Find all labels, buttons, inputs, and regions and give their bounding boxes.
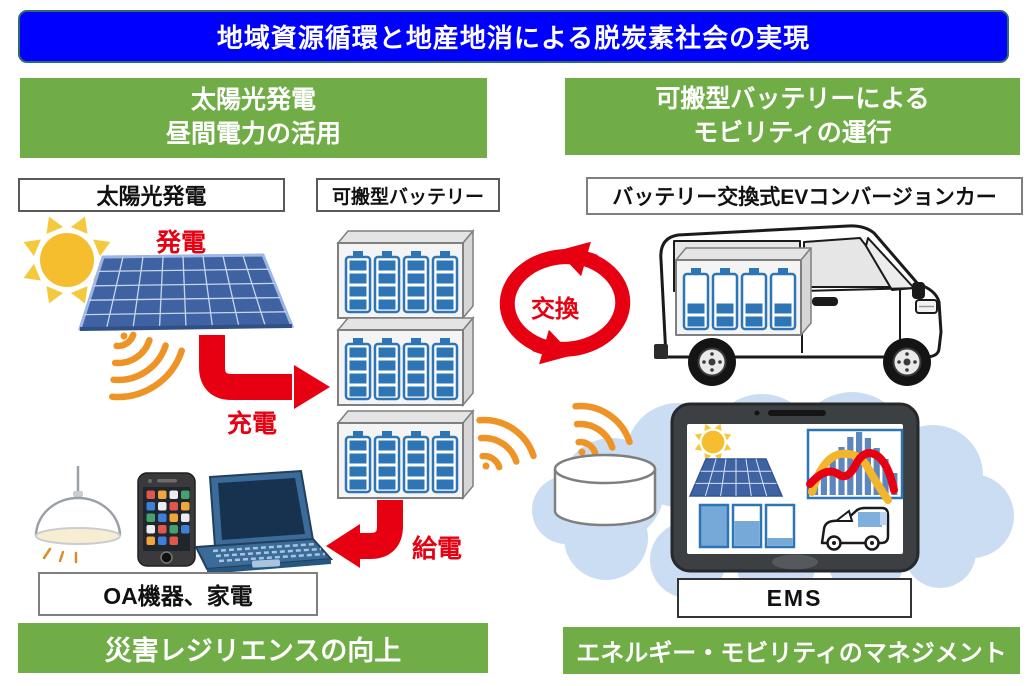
generate-flow-label: 発電 [156,229,207,257]
demand-chart-icon [806,428,904,504]
radio-waves-icon [572,402,633,457]
exchange-flow-label: 交換 [531,296,579,323]
resilience-banner: 災害レジリエンスの向上 [18,623,488,673]
management-banner: エネルギー・モビリティのマネジメント [563,627,1020,674]
solar-section-header: 太陽光発電 昼間電力の活用 [20,78,487,158]
laptop-icon [194,469,334,574]
mobility-header-line1: 可搬型バッテリーによる [655,84,930,113]
portable-battery-label-box: 可搬型バッテリー [316,178,500,212]
battery-module-icon [337,230,474,499]
solar-panel-icon [77,253,295,331]
supply-arrow-icon [326,500,403,568]
mini-van-icon [820,506,890,551]
mobility-header-line2: モビリティの運行 [693,118,892,147]
solar-header-line2: 昼間電力の活用 [165,120,341,148]
database-cylinder-icon [553,453,657,527]
solar-header-line1: 太陽光発電 [190,86,316,115]
ems-label-box: EMS [677,578,912,618]
charge-flow-label: 充電 [227,410,278,438]
wheel-icon [688,338,736,386]
battery-gauge-icon [698,503,796,549]
mini-solar-panel-icon [688,458,784,497]
exchange-arrows-icon [499,241,631,365]
battery-module-icon [675,247,812,336]
lamp-icon [34,466,122,564]
wheel-icon [883,338,931,386]
charge-arrow-icon [199,335,330,409]
radio-waves-icon [476,416,537,471]
title-text: 地域資源循環と地産地消による脱炭素社会の実現 [216,23,811,53]
ems-tablet-icon [670,402,920,573]
ev-van-icon [654,224,943,386]
solar-label-box: 太陽光発電 [18,178,285,212]
oa-appliances-label-box: OA機器、家電 [38,572,318,616]
mobility-section-header: 可搬型バッテリーによる モビリティの運行 [565,78,1020,155]
ev-conversion-label-box: バッテリー交換式EVコンバージョンカー [586,177,1023,215]
title-banner: 地域資源循環と地産地消による脱炭素社会の実現 [18,10,1009,63]
supply-flow-label: 給電 [412,535,463,563]
radio-waves-icon [108,331,185,401]
smartphone-icon [137,472,196,567]
